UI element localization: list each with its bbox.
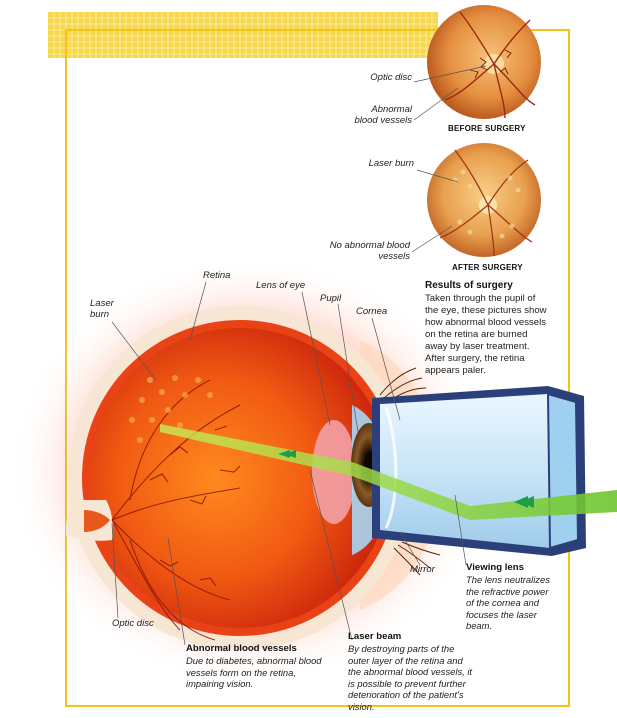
label-mirror: Mirror	[410, 564, 435, 575]
results-text: Taken through the pupil of the eye, thes…	[425, 293, 547, 376]
viewing-lens-device	[372, 386, 586, 556]
caption-after-surgery: AFTER SURGERY	[452, 263, 523, 272]
retina-blood-vessels	[111, 379, 241, 641]
label-laser-burn: Laser burn	[90, 298, 114, 320]
viewing-lens-heading: Viewing lens	[466, 562, 524, 573]
label-abnormal-vessels-before: Abnormal blood vessels	[354, 104, 412, 126]
laser-beam-path	[160, 424, 617, 520]
leader-lines	[111, 281, 467, 646]
abnormal-vessels-heading: Abnormal blood vessels	[186, 643, 297, 654]
fundus-before-photo	[427, 5, 541, 119]
label-pupil: Pupil	[320, 293, 342, 304]
crystalline-lens	[312, 420, 356, 524]
label-no-abnormal-vessels: No abnormal blood vessels	[329, 240, 410, 262]
fundus-after-photo	[427, 143, 541, 257]
viewing-lens-text: The lens neutralizes the refractive powe…	[466, 574, 550, 631]
abnormal-vessels-text: Due to diabetes, abnormal blood vessels …	[186, 655, 322, 689]
label-lens-of-eye: Lens of eye	[256, 280, 306, 291]
label-cornea: Cornea	[356, 306, 388, 317]
laser-beam-text: By destroying parts of the outer layer o…	[348, 643, 473, 712]
laser-burn-spots	[129, 375, 213, 443]
label-optic-disc-before: Optic disc	[370, 72, 412, 83]
label-optic-disc: Optic disc	[112, 618, 154, 629]
graph-paper-strip	[48, 12, 438, 58]
label-laser-burn-after: Laser burn	[368, 158, 414, 169]
results-heading: Results of surgery	[425, 280, 513, 291]
retina-interior	[90, 328, 390, 628]
label-retina: Retina	[203, 270, 231, 281]
laser-beam-heading: Laser beam	[348, 631, 402, 642]
caption-before-surgery: BEFORE SURGERY	[448, 124, 526, 133]
